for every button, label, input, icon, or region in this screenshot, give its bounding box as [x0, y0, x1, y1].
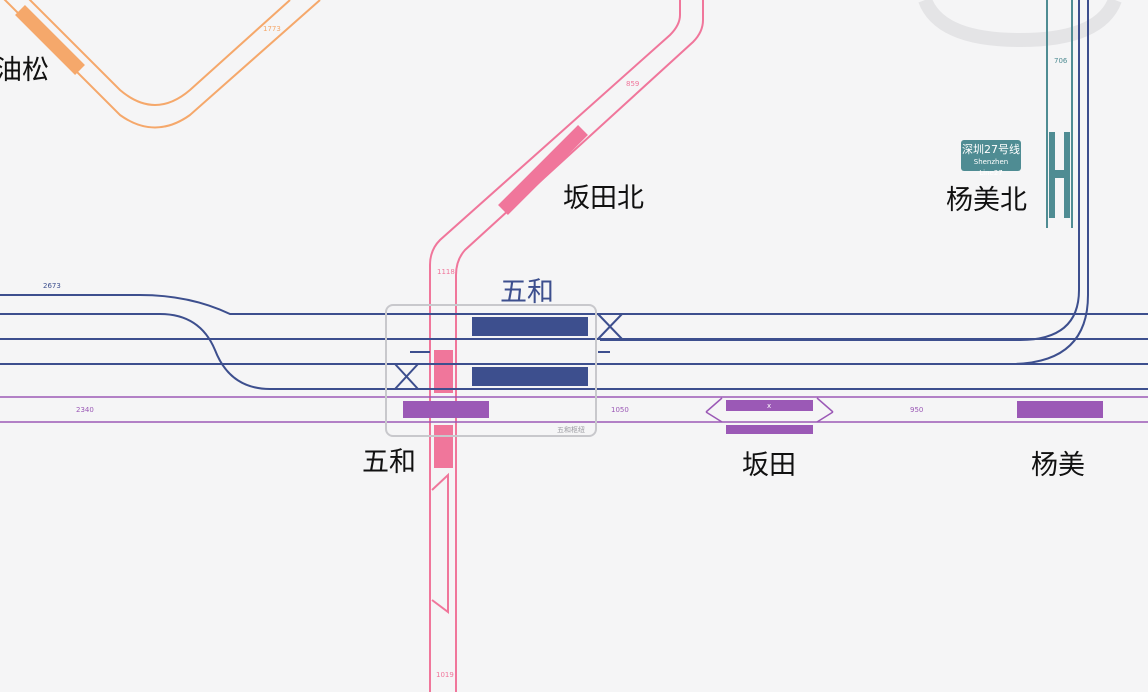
- yangmeiBei-platform-b: [1064, 132, 1070, 218]
- wuhe-hub-box: [385, 304, 597, 437]
- station-label-yangmeibei: 杨美北: [946, 185, 1027, 216]
- station-label-bantianbei: 坂田北: [563, 183, 644, 214]
- orange-line: [3, 0, 321, 129]
- distance-1050: 1050: [611, 406, 629, 414]
- station-label-yangmei: 杨美: [1031, 450, 1085, 481]
- station-label-wuhe-upper: 五和: [500, 277, 554, 308]
- station-label-bantian: 坂田: [742, 450, 796, 481]
- line27-badge: 深圳27号线 Shenzhen Line27: [961, 140, 1021, 177]
- distance-950: 950: [910, 406, 924, 414]
- line27-badge-cn: 深圳27号线: [962, 143, 1020, 156]
- station-label-wuhe-lower: 五和: [362, 447, 416, 478]
- distance-2673: 2673: [43, 282, 61, 290]
- wuhe-purple-platform: [403, 401, 489, 418]
- distance-2340: 2340: [76, 406, 94, 414]
- station-label-yousong: 油松: [0, 55, 49, 86]
- distance-706: 706: [1054, 57, 1068, 65]
- yangmei-platform: [1017, 401, 1103, 418]
- yangmeiBei-platform-link: [1055, 170, 1064, 178]
- teal-line: [1046, 0, 1073, 228]
- wuhe-pink-platform-bottom: [434, 425, 453, 468]
- distance-1773: 1773: [263, 25, 281, 33]
- bantianBei-platform: [498, 125, 588, 215]
- purple-line: [0, 396, 1148, 423]
- bantian-platform-bottom: [726, 425, 813, 434]
- distance-1019: 1019: [436, 671, 454, 679]
- wuhe-blue-platform-top: [472, 317, 588, 336]
- hub-label: 五和枢纽: [557, 426, 585, 434]
- bantian-platform-top: [726, 400, 813, 411]
- distance-1118: 1118: [437, 268, 455, 276]
- wuhe-pink-platform-top: [434, 350, 453, 393]
- blue-line: [0, 294, 1148, 390]
- pink-line: [429, 0, 704, 692]
- distance-859: 859: [626, 80, 640, 88]
- yangmeiBei-platform-a: [1049, 132, 1055, 218]
- youSong-platform: [15, 5, 85, 75]
- bantian-platform-x: x: [767, 402, 772, 410]
- line27-badge-en: Shenzhen Line27: [973, 158, 1009, 177]
- grey-arc: [918, 0, 1122, 48]
- wuhe-blue-platform-bottom: [472, 367, 588, 386]
